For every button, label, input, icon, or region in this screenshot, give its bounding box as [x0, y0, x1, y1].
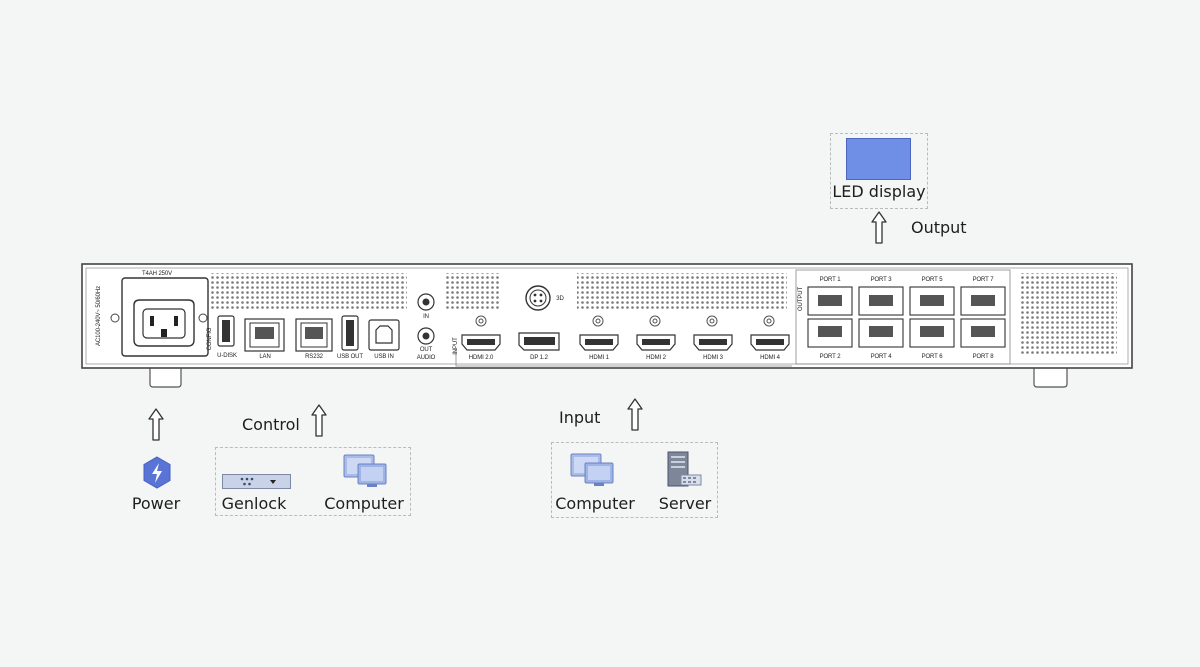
genlock-label: Genlock: [221, 494, 287, 513]
port2-label: PORT 2: [819, 354, 841, 360]
port6-label: PORT 6: [921, 354, 943, 360]
hdmi3-label: HDMI 3: [703, 355, 723, 361]
server-icon: [667, 451, 702, 487]
port1-label: PORT 1: [819, 277, 841, 283]
control-arrow: [311, 404, 327, 437]
output-title: Output: [911, 218, 967, 237]
control-computer-icon: [343, 454, 387, 487]
audio-in-label: IN: [423, 314, 429, 320]
audio-label: AUDIO: [416, 355, 436, 361]
power-rating-label: T4AH 250V: [141, 271, 173, 277]
input-title: Input: [559, 408, 601, 427]
genlock-icon: [222, 474, 291, 489]
port8-label: PORT 8: [972, 354, 994, 360]
led-display-label: LED display: [832, 182, 926, 201]
audio-out-label: OUT: [419, 347, 433, 353]
control-computer-label: Computer: [324, 494, 404, 513]
three-d-label: 3D: [556, 296, 564, 302]
control-title: Control: [242, 415, 300, 434]
power-arrow: [148, 408, 164, 441]
port3-label: PORT 3: [870, 277, 892, 283]
input-computer-icon: [570, 453, 614, 486]
led-display-box: [830, 133, 928, 209]
input-box: [551, 442, 718, 518]
rs232-label: RS232: [305, 354, 323, 360]
port7-label: PORT 7: [972, 277, 994, 283]
dp12-label: DP 1.2: [530, 355, 548, 361]
led-display-icon: [846, 138, 911, 180]
port5-label: PORT 5: [921, 277, 943, 283]
power-label: Power: [131, 494, 181, 513]
usb-in-label: USB IN: [374, 354, 394, 360]
port4-label: PORT 4: [870, 354, 892, 360]
hdmi2-label: HDMI 2: [646, 355, 666, 361]
server-label: Server: [658, 494, 712, 513]
usb-disk-label: U-DISK: [217, 353, 237, 359]
power-icon: [143, 456, 171, 489]
control-box: [215, 447, 411, 516]
hdmi1-label: HDMI 1: [589, 355, 609, 361]
hdmi4-label: HDMI 4: [760, 355, 780, 361]
input-computer-label: Computer: [555, 494, 635, 513]
output-arrow: [871, 211, 887, 244]
input-arrow: [627, 398, 643, 431]
lan-label: LAN: [259, 354, 271, 360]
hdmi20-label: HDMI 2.0: [468, 355, 494, 361]
usb-out-label: USB OUT: [337, 354, 363, 360]
